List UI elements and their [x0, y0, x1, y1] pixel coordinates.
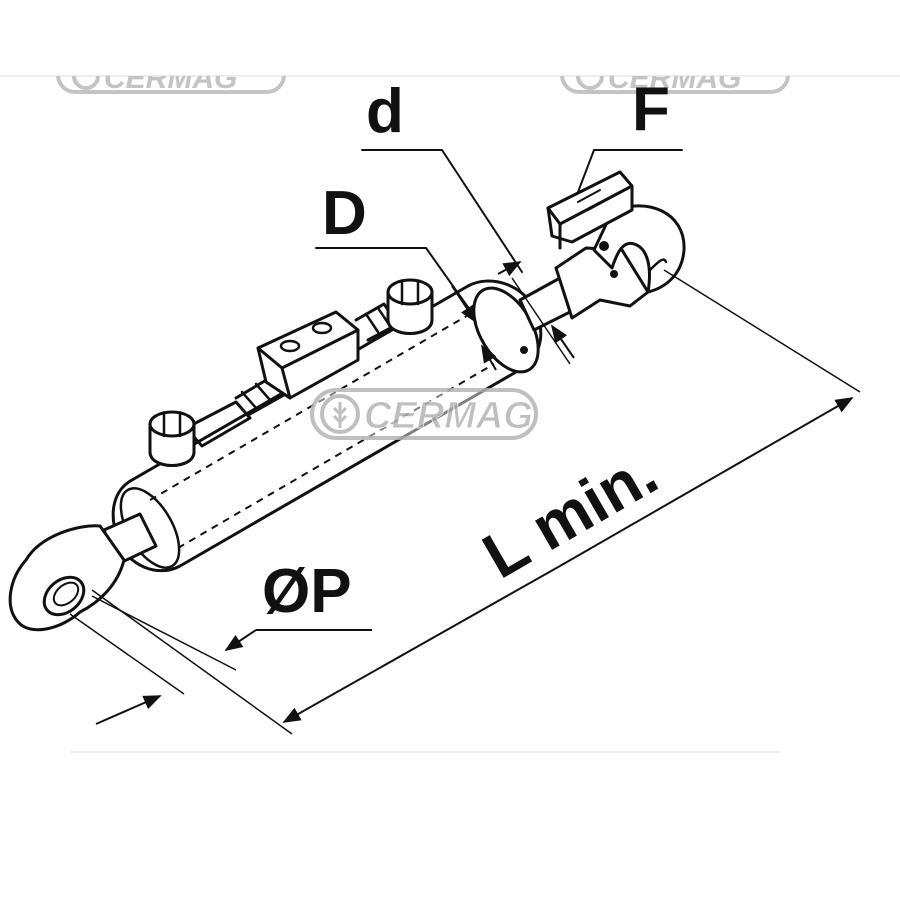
- dimension-D: [315, 247, 497, 371]
- wheat-logo-icon: [320, 394, 360, 434]
- watermark-top-left: CERMAG: [56, 62, 286, 95]
- label-small-diameter: d: [366, 77, 404, 146]
- dimension-L: [91, 269, 861, 735]
- label-length: L min.: [471, 436, 669, 592]
- wheat-logo-icon: [576, 76, 604, 90]
- watermark-text: CERMAG: [104, 62, 237, 95]
- dimension-F: [577, 149, 683, 193]
- hydraulic-line: [184, 302, 400, 448]
- hex-fitting-left: [148, 410, 196, 467]
- watermark-center: CERMAG: [310, 388, 538, 440]
- dimension-d: [361, 149, 575, 365]
- dimension-P: [69, 595, 372, 725]
- label-large-diameter: D: [322, 179, 367, 248]
- watermark-top-right: CERMAG: [560, 62, 790, 95]
- rod-eye-end: [8, 512, 158, 632]
- watermark-text: CERMAG: [608, 62, 741, 95]
- rod-hook-end: [518, 170, 686, 332]
- label-fitting: F: [632, 75, 670, 144]
- hex-fitting-right: [386, 278, 434, 335]
- wheat-logo-icon: [72, 76, 100, 90]
- label-pin-diameter: ØP: [262, 557, 352, 626]
- watermark-text: CERMAG: [364, 395, 533, 437]
